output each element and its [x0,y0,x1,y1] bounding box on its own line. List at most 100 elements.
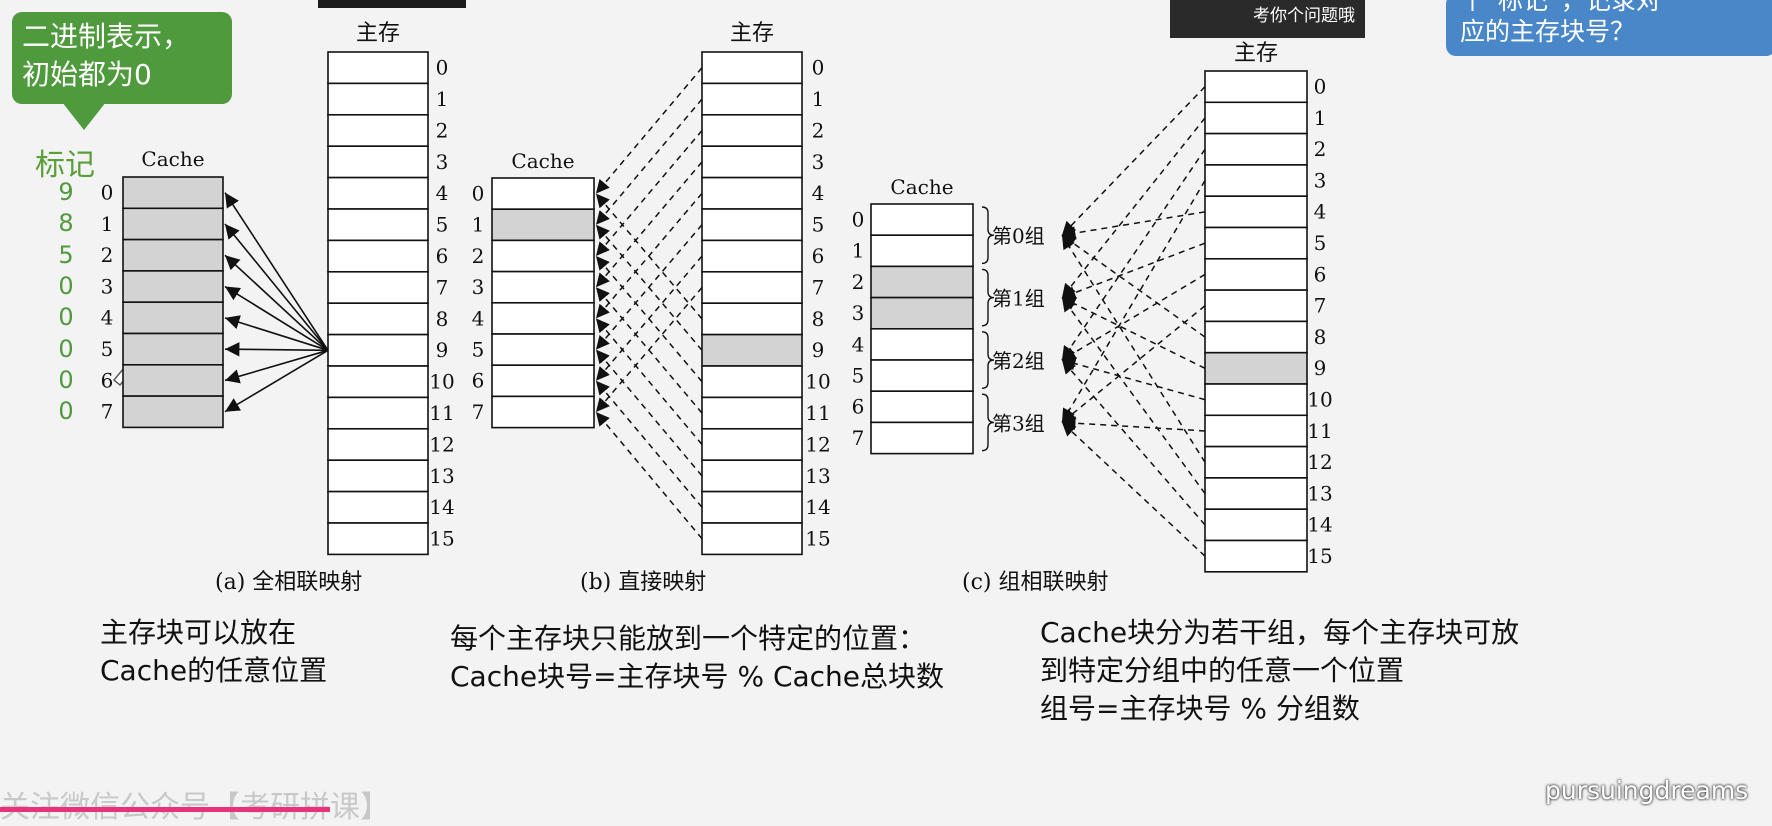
a-cache-index: 2 [101,243,114,267]
b-memory-block [701,302,803,336]
green-callout-line-2: 初始都为0 [22,58,152,91]
a-cache-block [122,363,224,397]
c-memory-title: 主存 [1234,41,1278,66]
b-dashed-arrow [595,67,703,195]
b-memory-index: 9 [812,338,825,362]
a-memory-block [327,490,429,524]
a-cache-block [122,176,224,210]
a-cache-block [122,332,224,366]
a-memory-index: 10 [429,370,454,394]
b-cache-block [491,270,595,304]
c-memory-index: 7 [1314,294,1327,318]
c-cache-index: 4 [852,332,865,356]
a-memory-index: 4 [436,181,449,205]
a-memory-title: 主存 [356,21,400,46]
a-memory-block [327,302,429,336]
b-cache-index: 0 [472,181,485,205]
c-memory-block [1204,414,1308,448]
c-dashed-arrow [1061,180,1206,423]
c-memory-index: 12 [1307,450,1332,474]
c-cache-block [870,234,974,268]
video-progress-bar[interactable] [0,807,330,812]
c-dashed-arrow [1061,234,1206,463]
c-memory-index: 0 [1314,75,1327,99]
c-cache-index: 1 [852,239,865,263]
c-cache-index: 5 [852,363,865,387]
b-memory-block [701,145,803,179]
b-dashed-arrow [595,317,703,445]
tag-value: 9 [58,178,74,206]
b-memory-block [701,522,803,556]
b-memory-index: 11 [805,401,830,425]
a-cache-block [122,301,224,335]
a-memory-block [327,145,429,179]
c-memory-index: 15 [1307,544,1332,568]
blue-callout-line-1: 个“标记”，记录对 [1460,0,1661,15]
a-memory-index: 8 [436,307,449,331]
c-memory-block [1204,164,1308,197]
a-memory-block [327,459,429,493]
b-memory-block [701,490,803,524]
c-group-label: 第0组 [992,224,1045,248]
note-c-line-2: 到特定分组中的任意一个位置 [1040,654,1405,687]
a-memory-block [327,82,429,116]
a-cache-index: 3 [101,274,114,298]
b-cache-block [491,395,595,429]
c-memory-block [1204,351,1308,385]
b-memory-block [701,208,803,242]
c-memory-block [1204,445,1308,479]
mapping-lines [113,67,1206,557]
a-arrow [224,349,329,384]
caption-direct-mapped: (b) 直接映射 [580,570,707,595]
b-memory-title: 主存 [730,21,774,46]
a-cache-index: 5 [101,337,114,361]
b-memory-index: 3 [812,150,825,174]
b-cache-index: 5 [472,337,485,361]
c-group-brace [981,393,995,452]
c-memory-index: 4 [1314,200,1327,224]
b-dashed-arrow [595,224,703,351]
c-memory-block [1204,477,1308,510]
a-memory-block [327,176,429,210]
a-memory-block [327,365,429,399]
b-dashed-arrow [595,380,703,508]
a-memory-block [327,114,429,148]
tag-value: 0 [58,334,74,363]
b-memory-index: 8 [812,307,825,331]
c-cache-block [870,203,974,237]
c-memory-index: 9 [1314,356,1327,380]
b-memory-index: 2 [812,118,825,142]
b-memory-block [701,114,803,148]
c-memory-block [1204,101,1308,135]
a-arrow [224,315,329,352]
b-cache-block [491,177,595,211]
b-memory-index: 4 [812,181,825,205]
a-arrow [224,192,329,351]
b-memory-block [701,365,803,399]
a-memory-index: 15 [429,527,454,551]
c-memory-index: 3 [1314,168,1327,192]
c-group-brace [981,268,995,327]
a-memory-index: 14 [429,495,454,519]
blue-callout: 个“标记”，记录对 应的主存块号？ [1446,0,1772,56]
note-a-line-1: 主存块可以放在 [100,616,297,649]
b-memory-index: 1 [812,87,825,111]
b-dashed-arrow [595,411,703,540]
a-memory-index: 0 [436,56,449,80]
c-group-label: 第1组 [992,287,1045,311]
caption-set-associative: (c) 组相联映射 [962,570,1109,595]
a-arrow [224,223,329,351]
a-cache-index: 1 [101,212,114,236]
a-cache-block [122,238,224,272]
b-memory-block [701,176,803,210]
b-cache-index: 3 [472,275,485,299]
c-group-brace [981,331,995,389]
b-memory-index: 14 [805,495,830,519]
c-cache-block [870,421,974,455]
c-memory-index: 2 [1314,137,1327,161]
tag-value: 0 [58,303,74,332]
c-memory-block [1204,383,1308,417]
c-dashed-arrow [1061,305,1206,423]
